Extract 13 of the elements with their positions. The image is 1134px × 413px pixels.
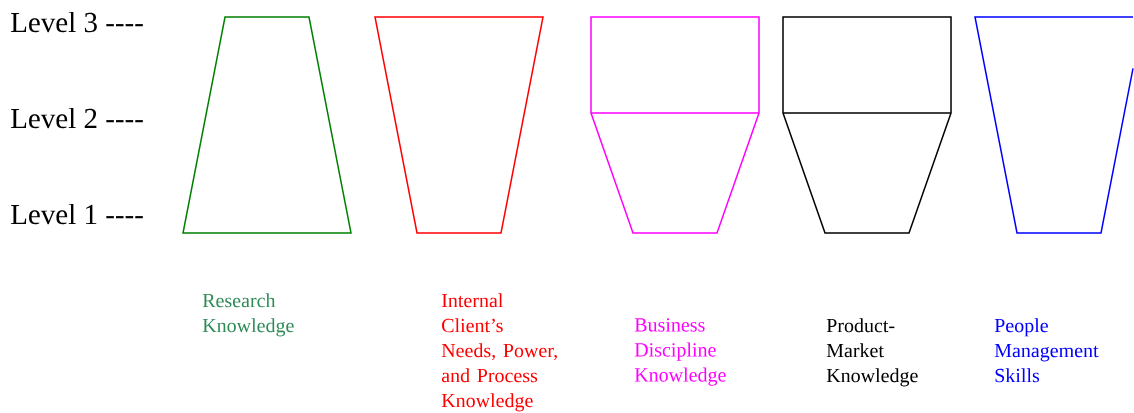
level-shape	[782, 16, 952, 234]
level-label: Level 2 ----	[11, 107, 143, 129]
level-shape	[374, 16, 544, 234]
shape-caption: Research Knowledge	[202, 293, 294, 337]
shape-caption: Internal Client’s Needs, Power, and Process Knowledge	[441, 293, 557, 412]
level-shape	[590, 16, 760, 234]
shape-caption: Business Discipline Knowledge	[634, 318, 726, 386]
level-shape	[182, 16, 352, 234]
level-shape	[974, 16, 1134, 234]
shape-caption: People Management Skills	[994, 318, 1099, 383]
shape-caption: Product-Market Knowledge	[826, 318, 918, 387]
level-label: Level 3 ----	[11, 11, 143, 33]
level-label: Level 1 ----	[11, 203, 143, 225]
